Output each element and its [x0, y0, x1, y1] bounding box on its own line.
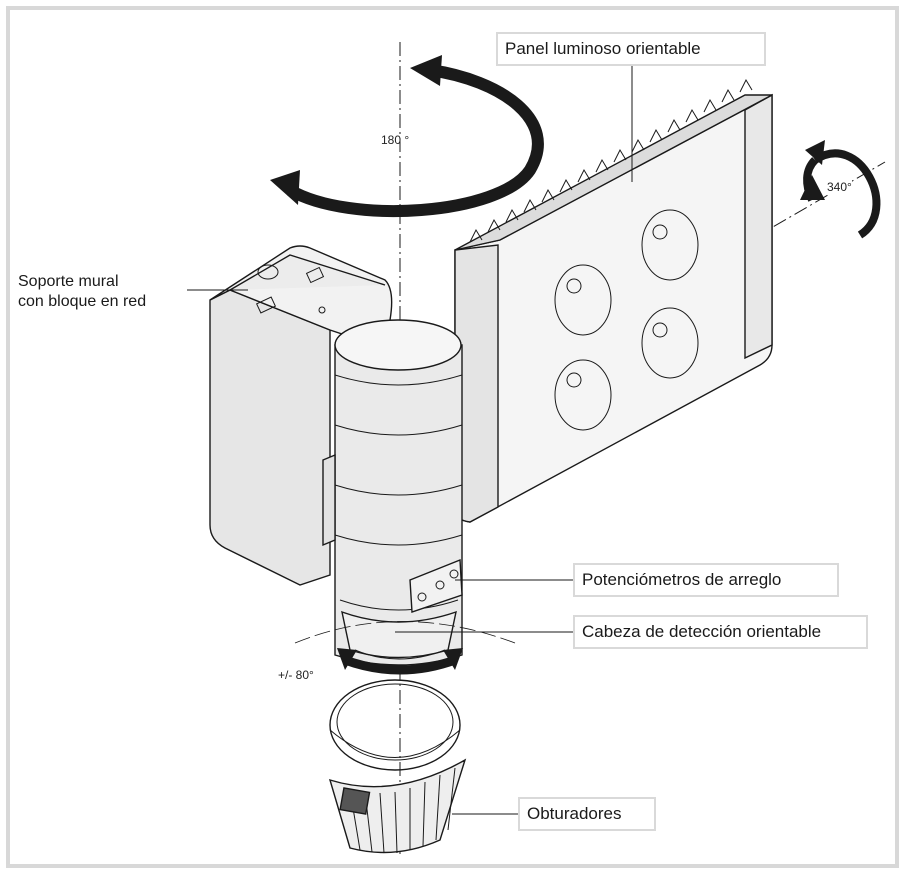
label-wall-mount: Soporte mural con bloque en red	[18, 272, 147, 312]
diagram-frame	[6, 6, 899, 868]
detector-cylinder	[322, 319, 463, 666]
label-wall-mount-line1: Soporte mural	[18, 273, 119, 290]
label-shutters: Obturadores	[518, 797, 656, 831]
angle-label-340: 340°	[827, 180, 852, 194]
light-panel	[454, 78, 773, 523]
leader-lines	[187, 58, 633, 815]
angle-label-180: 180 °	[381, 133, 410, 147]
rotation-arrow-340	[800, 140, 881, 239]
label-wall-mount-line2: con bloque en red	[18, 293, 147, 310]
panel-axis	[399, 161, 886, 444]
shutter-ring	[329, 679, 461, 771]
label-potentiometers: Potenciómetros de arreglo	[573, 563, 839, 597]
angle-label-head: +/- 80°	[278, 668, 314, 682]
rotation-arrow-180	[270, 55, 544, 218]
rotation-arrow-head	[294, 621, 516, 675]
label-panel: Panel luminoso orientable	[496, 32, 766, 66]
shutter-cup	[328, 758, 467, 854]
label-detection-head: Cabeza de detección orientable	[573, 615, 868, 649]
